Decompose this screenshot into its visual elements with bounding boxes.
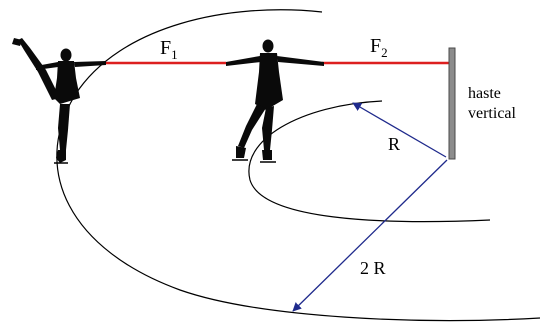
radius-2r-arrow [292, 159, 448, 312]
skater-inner-silhouette [226, 39, 324, 163]
pole-label-line2: vertical [468, 105, 517, 122]
radius-label-r: R [388, 134, 400, 154]
force-label-f2: F2 [370, 35, 388, 60]
vertical-pole [448, 47, 456, 160]
force-label-f1: F1 [160, 37, 178, 62]
skater-outer-silhouette [12, 38, 106, 164]
inner-trajectory [248, 100, 491, 223]
outer-trajectory [56, 9, 541, 322]
pole-label-line1: haste [468, 85, 501, 102]
radius-r-arrow [352, 102, 447, 158]
radius-label-2r: 2 R [360, 258, 386, 278]
